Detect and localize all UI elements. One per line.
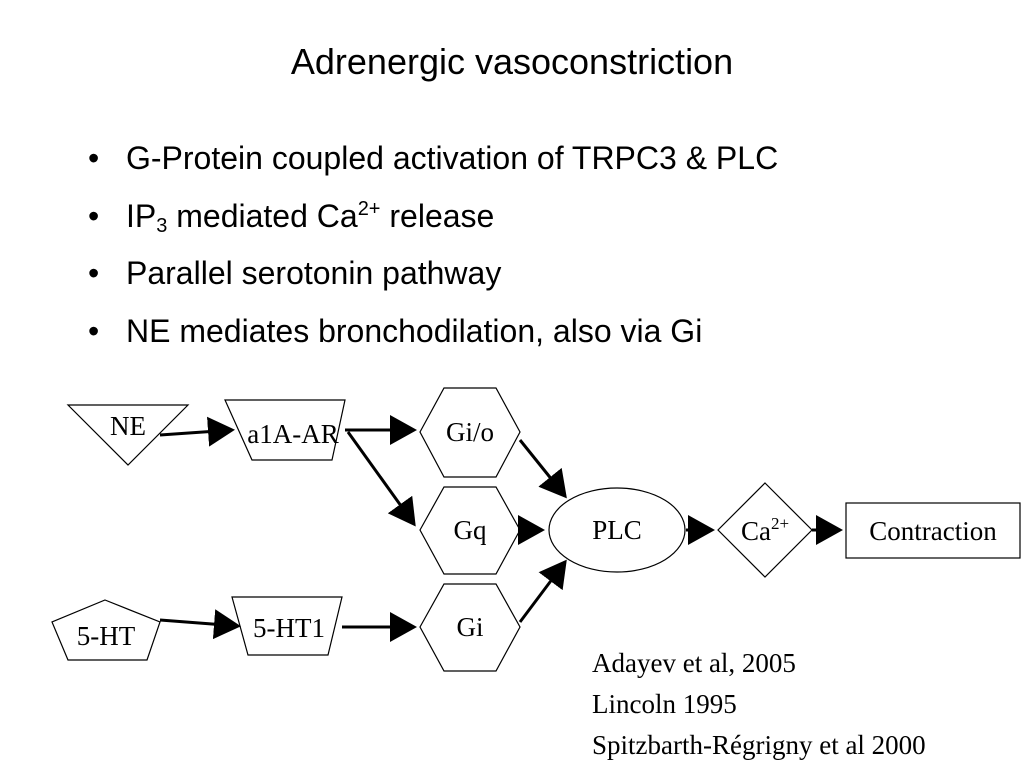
plc-label: PLC: [592, 515, 642, 545]
contraction-label: Contraction: [869, 516, 997, 546]
bullet-item-ip3: • IP3 mediated Ca2+ release: [88, 194, 778, 252]
gi-label: Gi: [457, 612, 484, 642]
bullet-text: IP: [126, 197, 157, 234]
superscript: 2+: [357, 197, 381, 220]
bullet-list: • G-Protein coupled activation of TRPC3 &…: [88, 136, 778, 366]
ne-label: NE: [110, 411, 146, 441]
arrow-ne-to-a1a-ar: [159, 416, 235, 447]
reference-item: Lincoln 1995: [592, 689, 737, 719]
bullet-item-serotonin: • Parallel serotonin pathway: [88, 251, 778, 309]
ht1-trapezoid: [231, 596, 343, 656]
ca-superscript: 2+: [771, 514, 789, 533]
bullet-item-trpc3: • G-Protein coupled activation of TRPC3 &…: [88, 136, 778, 194]
ca-base: Ca: [741, 516, 771, 546]
plc-ellipse: [548, 487, 686, 573]
arrow-a1a-ar-to-gq: [346, 431, 416, 527]
contraction-node: Contraction: [845, 502, 1021, 559]
ne-node: NE: [66, 404, 190, 466]
bullet-text: G-Protein coupled activation of TRPC3 & …: [126, 140, 779, 176]
ca-node: Ca2+: [717, 482, 813, 578]
reference-item: Spitzbarth-Régrigny et al 2000: [592, 730, 926, 760]
a1a-ar-node: a1A-AR: [224, 399, 346, 461]
gq-label: Gq: [454, 515, 487, 545]
ht-label: 5-HT: [77, 621, 136, 651]
arrow-gi-to-plc: [518, 559, 567, 623]
bullet-text: NE mediates bronchodilation, also via Gi: [126, 312, 703, 349]
ht-pentagon: [51, 599, 161, 661]
bullet-symbol: •: [88, 140, 100, 176]
bullet-symbol: •: [88, 312, 100, 349]
reference-item: Adayev et al, 2005: [592, 648, 796, 678]
ne-triangle: [66, 404, 190, 466]
a1a-ar-trapezoid: [224, 399, 346, 461]
a1a-ar-label: a1A-AR: [247, 419, 338, 449]
ht1-node: 5-HT1: [231, 596, 343, 656]
gio-node: Gi/o: [419, 387, 521, 478]
ca-diamond: [717, 482, 813, 578]
bullet-text: mediated Ca: [167, 197, 358, 234]
ht1-label: 5-HT1: [253, 613, 325, 643]
gq-node: Gq: [419, 486, 521, 575]
bullet-text: release: [380, 197, 495, 234]
bullet-text: Parallel serotonin pathway: [126, 255, 502, 291]
arrow-ht-to-ht1: [159, 609, 241, 640]
bullet-symbol: •: [88, 197, 100, 234]
reference-list: Adayev et al, 2005 Lincoln 1995 Spitzbar…: [592, 645, 926, 768]
gio-label: Gi/o: [446, 417, 494, 447]
subscript: 3: [156, 214, 168, 237]
gi-node: Gi: [419, 583, 521, 672]
gio-hexagon: [419, 387, 521, 478]
ht-node: 5-HT: [51, 599, 161, 661]
slide-title: Adrenergic vasoconstriction: [290, 41, 734, 82]
plc-node: PLC: [548, 487, 686, 573]
arrow-gio-to-plc: [518, 439, 567, 499]
ca-label: Ca2+: [741, 514, 789, 546]
bullet-item-ne-gi: • NE mediates bronchodilation, also via G…: [88, 309, 778, 367]
gi-hexagon: [419, 583, 521, 672]
contraction-box: [845, 502, 1021, 559]
bullet-symbol: •: [88, 255, 100, 291]
